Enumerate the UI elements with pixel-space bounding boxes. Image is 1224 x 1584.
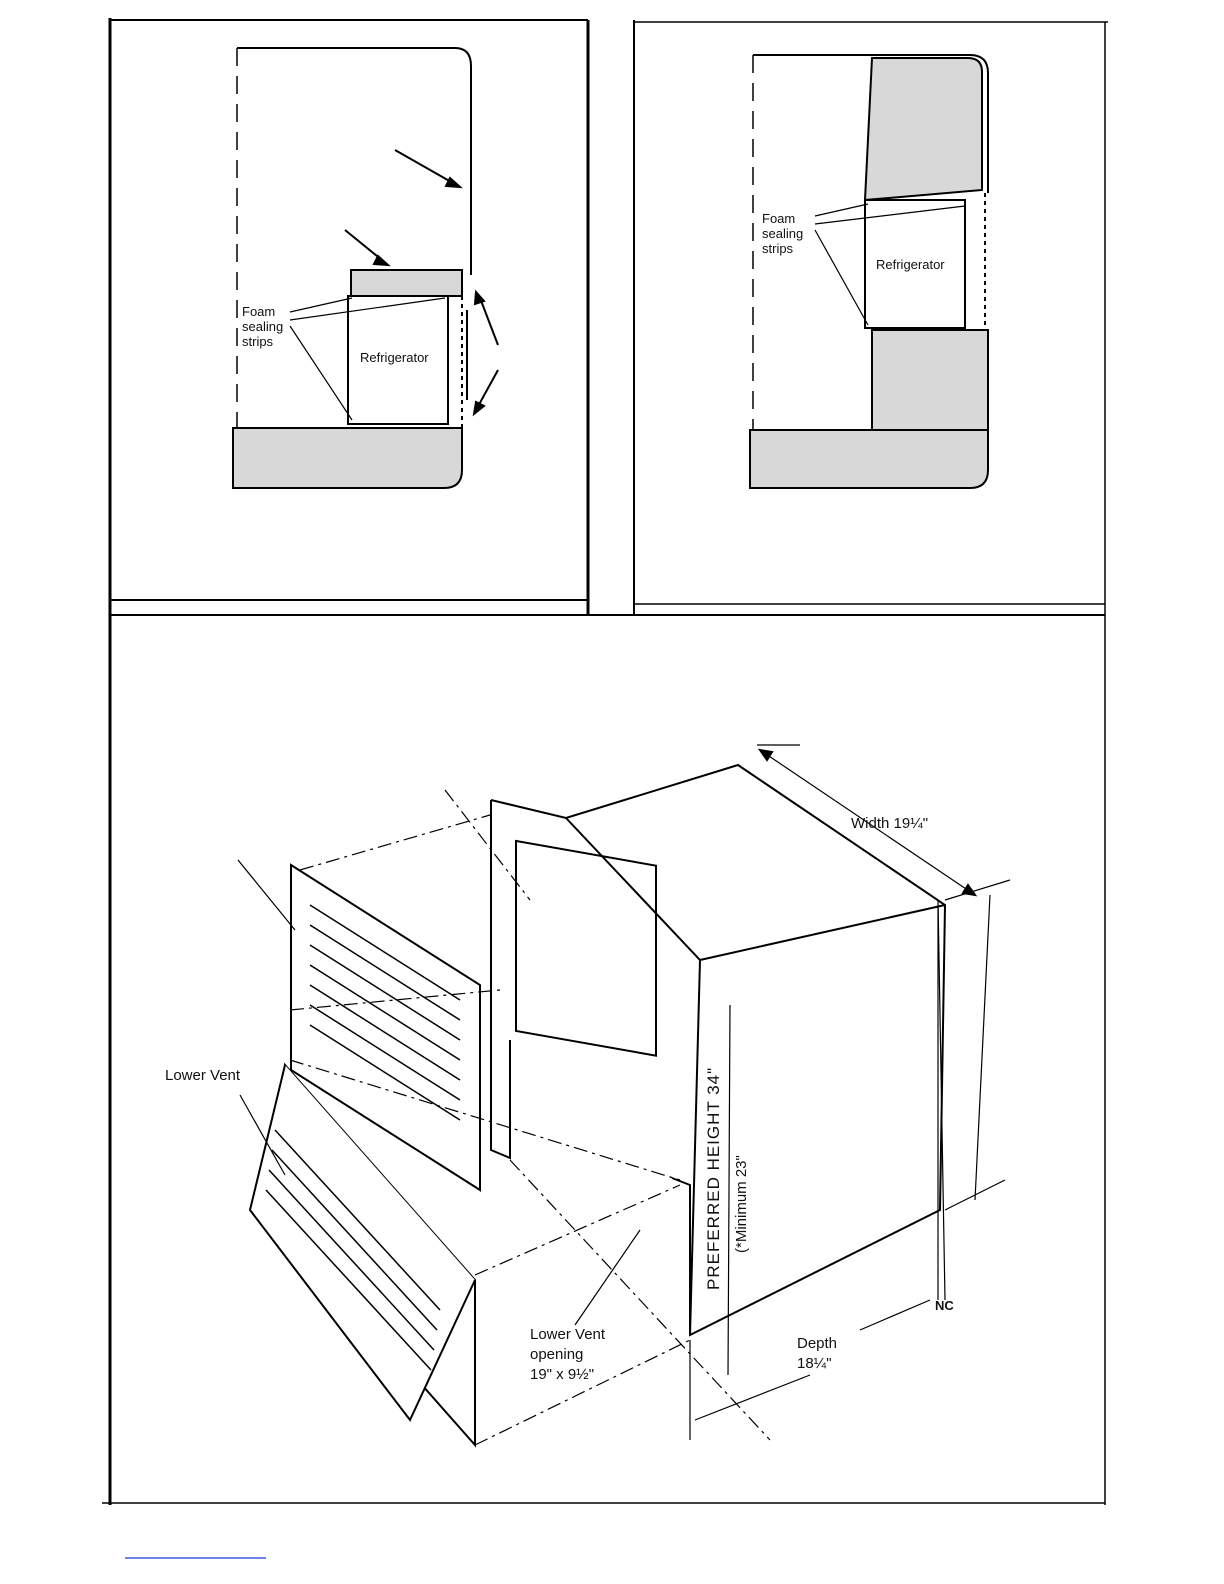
width-label: Width 19¼": [851, 816, 928, 832]
lower-vent-opening-label: Lower Vent opening 19" x 9½": [530, 1325, 605, 1385]
minimum-height-label: (*Minimum 23": [734, 1155, 750, 1253]
top-right-foam-label: Foam sealing strips: [762, 211, 803, 256]
nc-label: NC: [935, 1298, 954, 1313]
depth-label: Depth 18¼": [797, 1334, 837, 1374]
top-left-refrigerator-label: Refrigerator: [360, 350, 429, 365]
lower-vent-label: Lower Vent: [165, 1068, 240, 1084]
bottom-isometric-enclosure: [238, 745, 1010, 1445]
top-left-foam-label: Foam sealing strips: [242, 304, 283, 349]
preferred-height-label: PREFERRED HEIGHT 34": [706, 1067, 722, 1290]
top-right-vehicle-section: [750, 55, 988, 488]
top-left-vehicle-section: [233, 48, 498, 488]
top-right-refrigerator-label: Refrigerator: [876, 257, 945, 272]
